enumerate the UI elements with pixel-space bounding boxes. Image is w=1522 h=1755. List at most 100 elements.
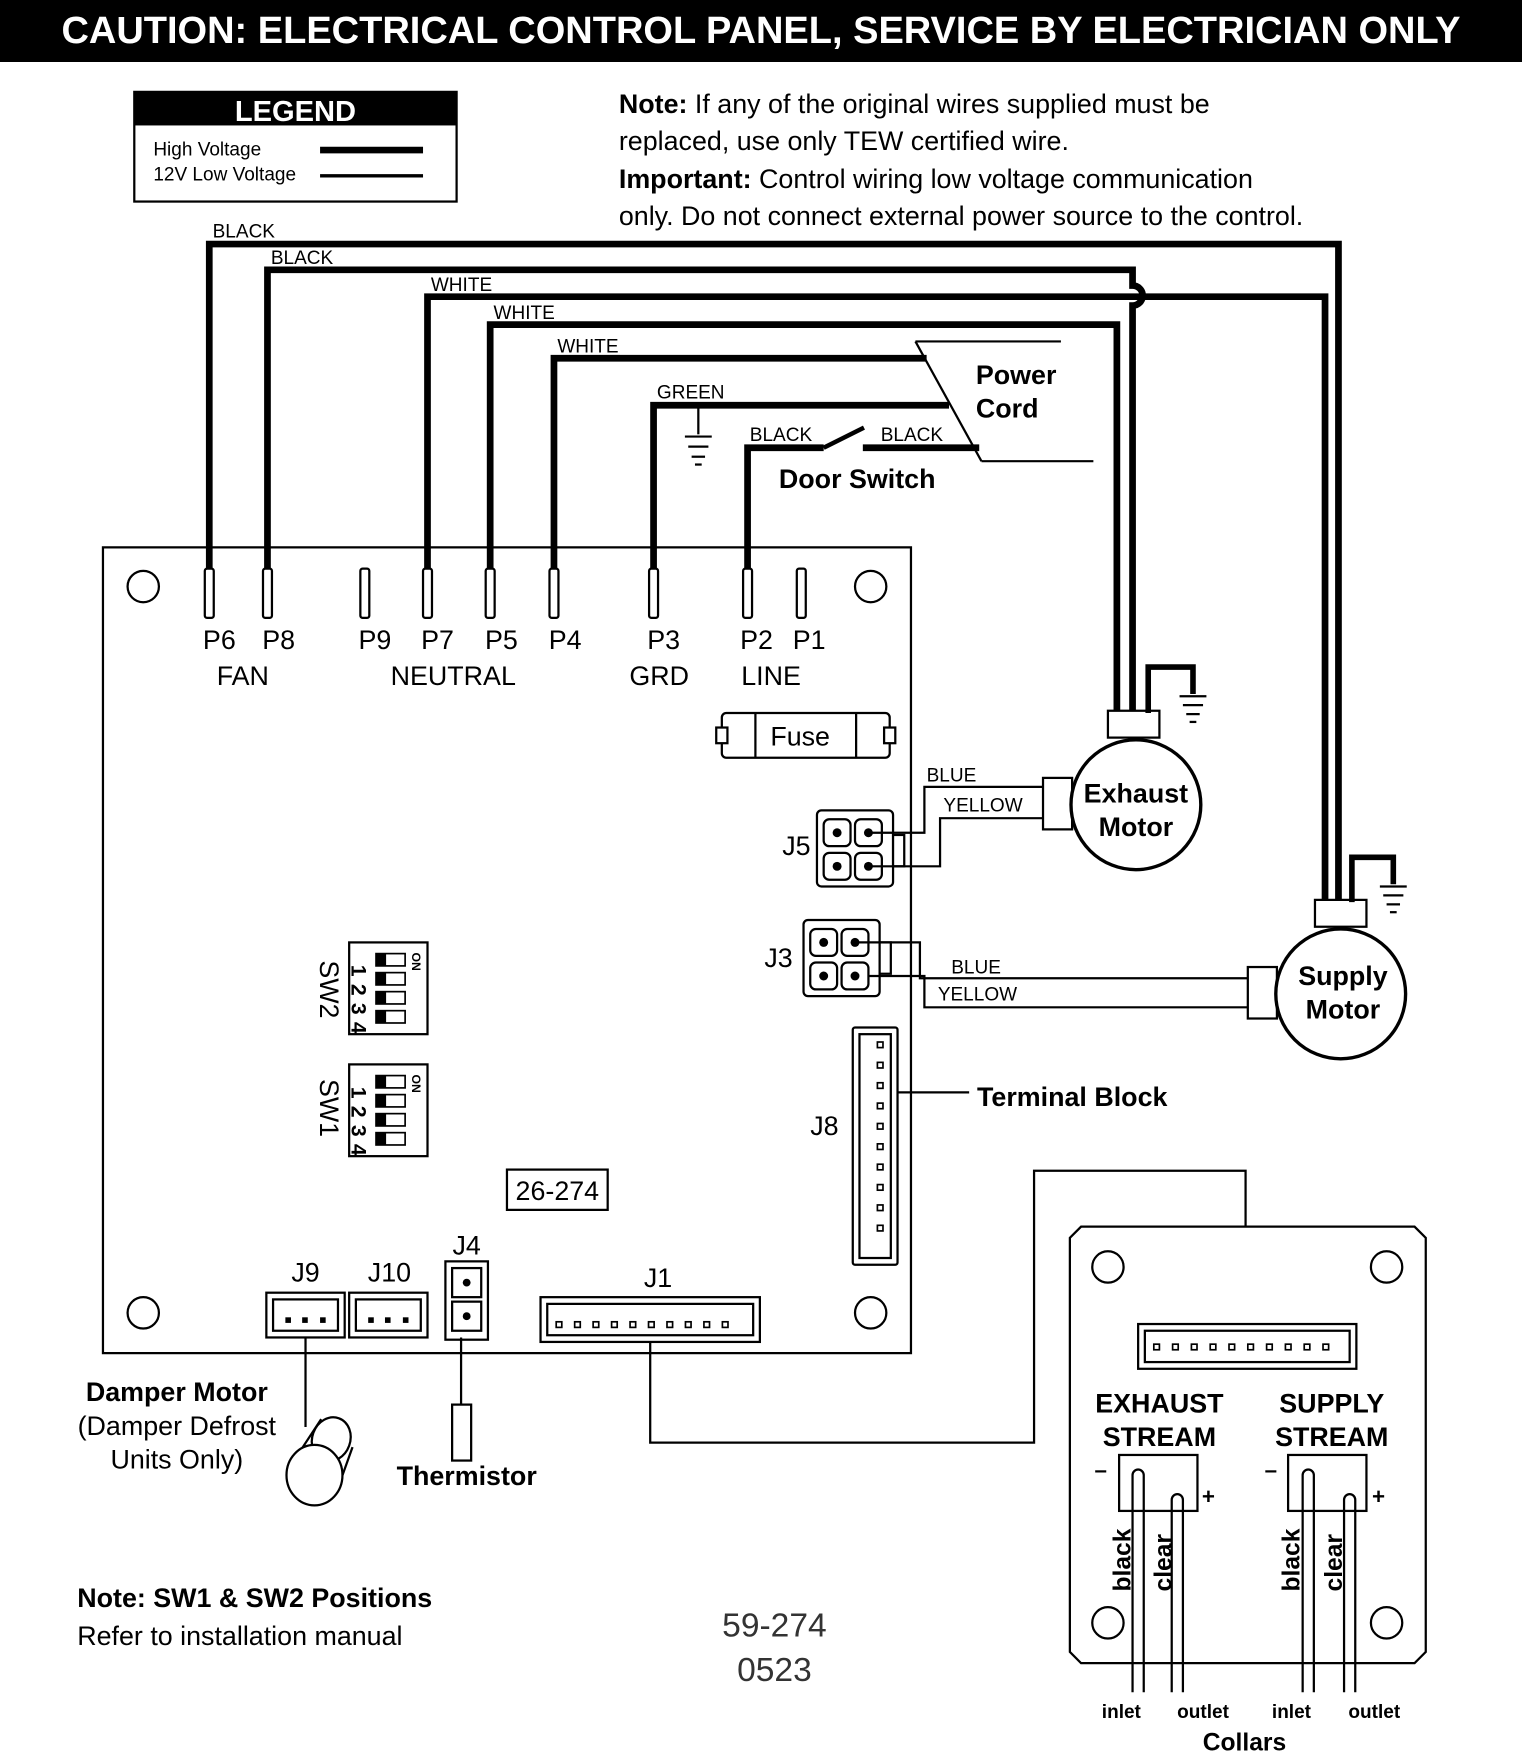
connector-j4 <box>444 1260 490 1341</box>
j1-pin <box>629 1320 637 1329</box>
connector-j3 <box>802 918 892 998</box>
supply-outlet-label: outlet <box>1348 1702 1400 1723</box>
door-switch-label: Door Switch <box>779 464 936 494</box>
board-mounting-holes <box>126 569 888 1330</box>
sw1-label: SW1 <box>314 1079 344 1137</box>
collars-label: Collars <box>1203 1729 1286 1755</box>
caution-banner: CAUTION: ELECTRICAL CONTROL PANEL, SERVI… <box>0 0 1522 62</box>
board-part-box <box>505 1168 609 1211</box>
terminal-p3 <box>647 567 660 619</box>
sensor-board-pin <box>1322 1343 1330 1351</box>
terminal-block-label: Terminal Block <box>977 1082 1168 1112</box>
pin-label-p7: P7 <box>421 625 454 655</box>
sensor-board-pin <box>1152 1343 1161 1351</box>
wire-white-p5 <box>486 321 1121 713</box>
supply-pressure-sensor <box>1286 1453 1368 1513</box>
svg-text:Note: If any of the original w: Note: If any of the original wires suppl… <box>619 89 1210 119</box>
power-cord-icon <box>914 340 1094 463</box>
wire-green-p3 <box>650 401 950 574</box>
sw2-pos-4: 4 <box>346 1022 370 1034</box>
wire-j1-sensor-board <box>649 1169 1247 1444</box>
sensor-board-pin <box>1246 1343 1255 1351</box>
footer-note-title: Note: SW1 & SW2 Positions <box>77 1583 432 1613</box>
wire-label-black-2: BLACK <box>271 248 334 269</box>
j1-pin <box>666 1320 674 1329</box>
connector-j5 <box>815 809 906 888</box>
wire-black-p8 <box>264 266 1146 713</box>
sw1-pos-3: 3 <box>346 1125 370 1137</box>
j1-pin <box>555 1320 563 1329</box>
supply-ground-wire <box>1349 854 1397 903</box>
terminal-p8 <box>261 567 274 619</box>
note-label: Note: <box>619 89 688 119</box>
j8-pin <box>876 1143 884 1151</box>
j4-pins <box>462 1278 471 1321</box>
wire-black-p6 <box>205 240 1342 903</box>
supply-motor-label-1: Supply <box>1298 961 1388 991</box>
terminal-p6 <box>203 567 215 619</box>
pressure-tubes <box>1131 1468 1357 1693</box>
terminal-pins <box>203 567 807 619</box>
dip-switch-sw1[interactable] <box>348 1063 429 1158</box>
stream-labels: EXHAUST STREAM SUPPLY STREAM <box>1095 1388 1388 1452</box>
exhaust-motor <box>1041 709 1203 872</box>
pin-label-p8: P8 <box>262 625 295 655</box>
j1-pins <box>555 1320 729 1329</box>
j1-pin <box>647 1320 655 1329</box>
sw2-label: SW2 <box>314 960 344 1018</box>
connector-j9 <box>265 1291 346 1339</box>
supply-plus: + <box>1372 1484 1385 1509</box>
j4-label: J4 <box>452 1231 480 1261</box>
sw2-pos-1: 1 <box>346 965 370 977</box>
pin-label-p6: P6 <box>203 625 236 655</box>
j8-pin <box>876 1041 884 1049</box>
sensor-board-pin <box>1265 1343 1274 1351</box>
sw1-on-label: ON <box>409 1074 423 1093</box>
top-note: Note: If any of the original wires suppl… <box>619 89 1303 231</box>
j8-pin <box>876 1081 884 1090</box>
dip-switch-sw2[interactable] <box>348 941 429 1036</box>
sensor-board-pin <box>1171 1343 1180 1351</box>
exhaust-pressure-sensor <box>1117 1453 1199 1513</box>
svg-text:Important: Control wiring low: Important: Control wiring low voltage co… <box>619 164 1253 194</box>
j1-pin <box>703 1320 711 1329</box>
supply-motor <box>1246 898 1408 1061</box>
high-voltage-wires <box>205 240 1342 903</box>
group-label-fan: FAN <box>217 661 269 691</box>
j3-pins <box>819 937 860 981</box>
drawing-number: 59-274 <box>722 1607 827 1644</box>
supply-black-label: black <box>1278 1528 1305 1591</box>
j8-pin <box>876 1183 884 1192</box>
exhaust-outlet-label: outlet <box>1177 1702 1229 1723</box>
exhaust-stream-label-1: EXHAUST <box>1095 1388 1224 1418</box>
j9-j10-pins <box>285 1317 409 1323</box>
pin-label-p5: P5 <box>485 625 518 655</box>
j8-pin <box>876 1163 884 1171</box>
sensor-board-mounting-holes <box>1091 1250 1404 1640</box>
exhaust-clear-label: clear <box>1151 1534 1178 1592</box>
j8-pin <box>876 1102 884 1110</box>
supply-yellow-label: YELLOW <box>938 985 1017 1006</box>
pin-label-p3: P3 <box>647 625 680 655</box>
terminal-p5 <box>484 567 496 619</box>
note-line3: Control wiring low voltage communication <box>752 164 1253 194</box>
sw2-position-labels: 1 2 3 4 ON <box>346 952 422 1033</box>
j9-label: J9 <box>291 1258 319 1288</box>
pin-label-p1: P1 <box>793 625 826 655</box>
j10-label: J10 <box>368 1258 411 1288</box>
damper-motor-icon <box>285 1416 354 1507</box>
motor-signal-wires <box>855 785 1248 1009</box>
wire-label-white-2: WHITE <box>494 303 555 324</box>
j8-pin <box>876 1204 884 1212</box>
thermistor-icon <box>451 1403 473 1462</box>
sw1-pos-4: 4 <box>346 1144 370 1156</box>
exhaust-ground-icon <box>1179 695 1207 724</box>
terminal-p4 <box>548 567 560 619</box>
legend-low-voltage-label: 12V Low Voltage <box>153 164 296 185</box>
j8-pins <box>876 1041 884 1232</box>
group-label-neutral: NEUTRAL <box>391 661 516 691</box>
j8-label: J8 <box>810 1111 838 1141</box>
j8-pin <box>876 1224 884 1232</box>
j1-pin <box>684 1320 692 1329</box>
